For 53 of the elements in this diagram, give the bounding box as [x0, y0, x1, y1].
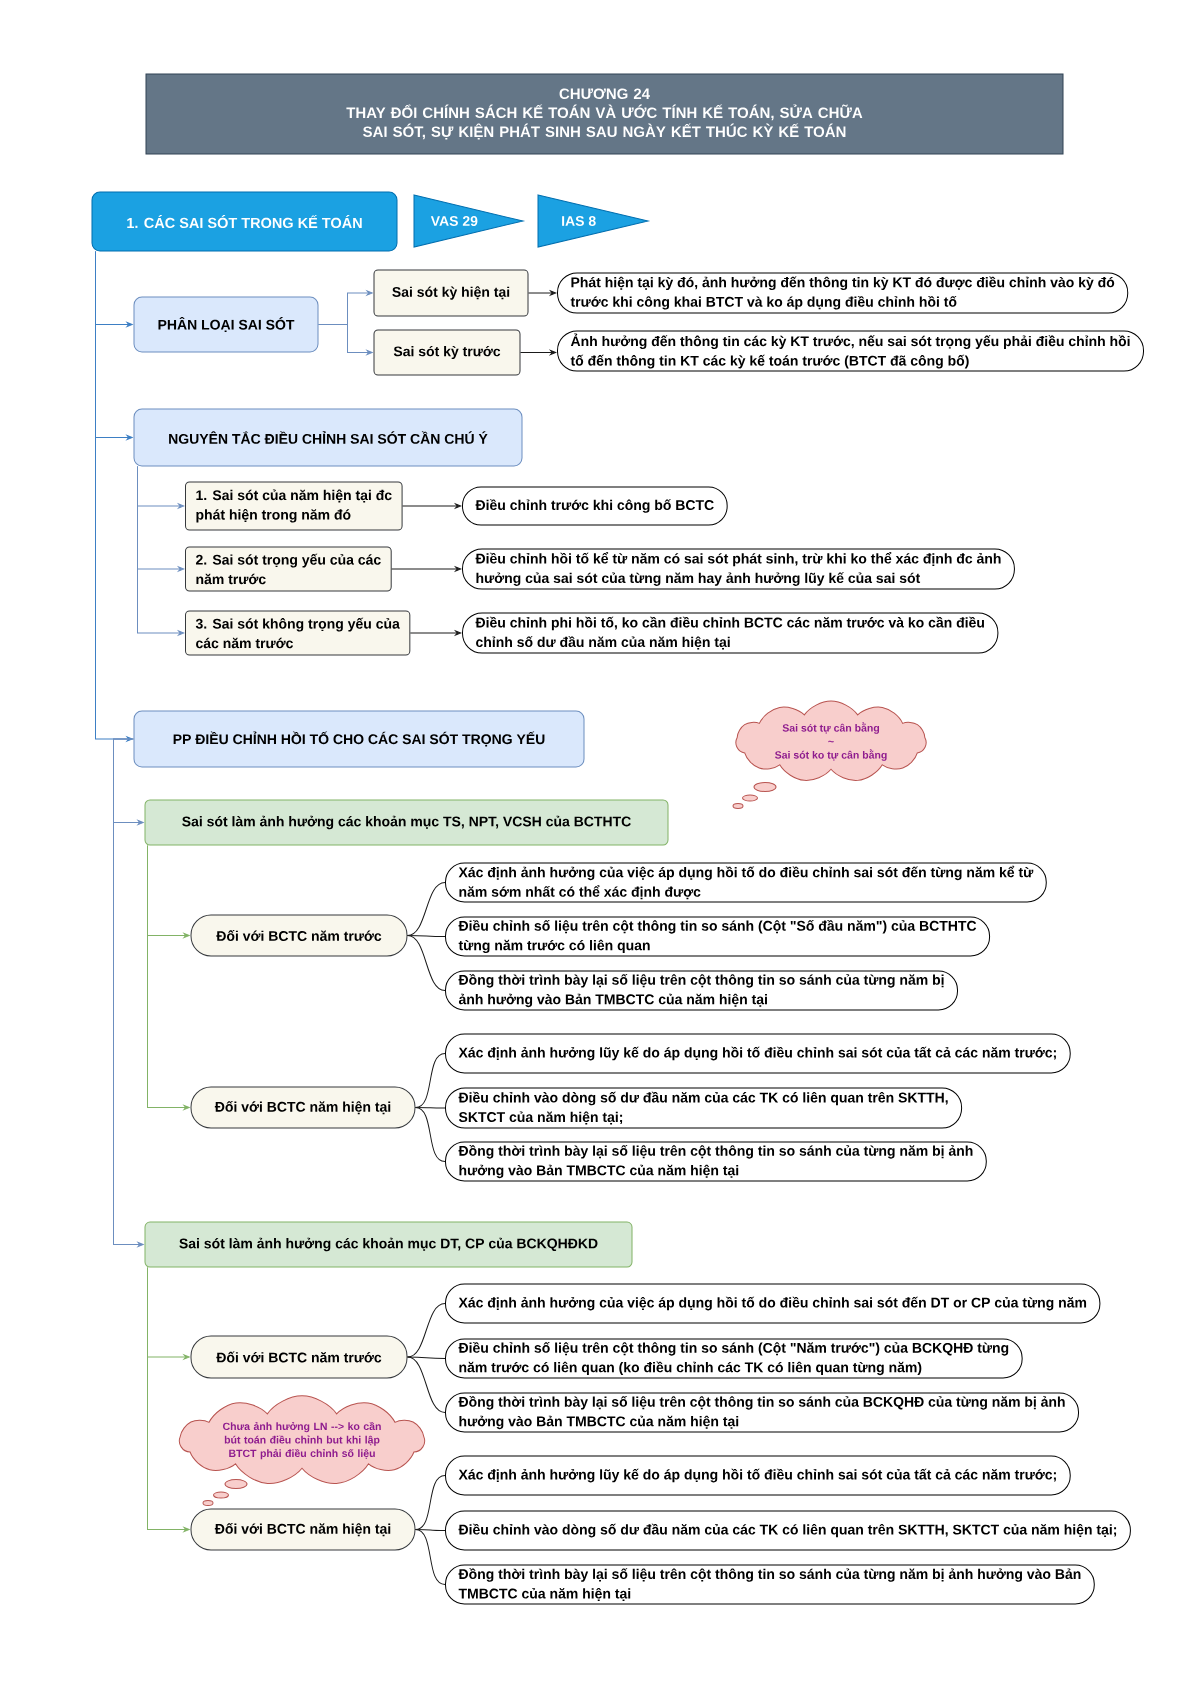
title-banner: CHƯƠNG 24 THAY ĐỔI CHÍNH SÁCH KẾ TOÁN VÀ ƯỚC TÍNH KẾ TOÁN, SỬA CHỮA SAI SÓT, SỰ KIỆN PHÁT SINH SAU NGÀY KẾT THÚC KỲ KẾ TOÁN [145, 73, 1064, 155]
case-pill: Đối với BCTC năm hiện tại [190, 1508, 416, 1551]
description-pill: Điều chỉnh phi hồi tố, ko cần điều chỉnh BCTC các năm trước và ko cần điều chỉnh số dư đầu năm của năm hiện tại [462, 612, 999, 654]
category-box: Sai sót kỳ hiện tại [373, 269, 529, 317]
description-pill: Xác định ảnh hưởng lũy kế do áp dụng hồi tố điều chỉnh sai sót của tất cả các năm trước; [445, 1455, 1071, 1496]
topic-box: NGUYÊN TẮC ĐIỀU CHỈNH SAI SÓT CẦN CHÚ Ý [133, 408, 523, 467]
curved-connector [415, 1053, 446, 1108]
curved-connector [407, 1356, 446, 1359]
connector-arrow [137, 466, 185, 636]
topic-box: PP ĐIỀU CHỈNH HỒI TỐ CHO CÁC SAI SÓT TRỌNG YẾU [133, 710, 585, 768]
curved-connector [407, 1356, 446, 1413]
section-header: 1. CÁC SAI SÓT TRONG KẾ TOÁN [91, 191, 398, 252]
description-pill: Xác định ảnh hưởng của việc áp dụng hồi tố do điều chỉnh sai sót đến DT or CP của từng năm [445, 1283, 1101, 1324]
curved-connector [415, 1107, 446, 1162]
connector-arrow [520, 349, 557, 356]
connector-arrow [147, 845, 190, 1111]
description-pill: Ảnh hưởng đến thông tin các kỳ KT trước, nếu sai sót trọng yếu phải điều chỉnh hồi tố đến thông tin KT các kỳ kế toán trước (BTCT đã công bố) [557, 330, 1144, 372]
curved-connector [407, 882, 446, 936]
curved-connector [415, 1529, 446, 1585]
description-pill: Đồng thời trình bày lại số liệu trên cột thông tin so sánh của từng năm bị ảnh hưởng vào Bản TMBCTC của năm hiện tại [445, 970, 958, 1011]
case-pill: Đối với BCTC năm trước [190, 914, 408, 957]
triangle-tag: VAS 29 [413, 194, 524, 248]
description-pill: Điều chỉnh vào dòng số dư đầu năm của các TK có liên quan trên SKTTH, SKTCT của năm hiện tại; [445, 1087, 963, 1129]
curved-connector [415, 1475, 446, 1530]
triangle-tag: IAS 8 [537, 194, 649, 248]
description-pill: Điều chỉnh trước khi công bố BCTC [462, 486, 728, 526]
connector-arrow [318, 324, 373, 356]
curved-connector [407, 935, 446, 991]
description-pill: Phát hiện tại kỳ đó, ảnh hưởng đến thông tin kỳ KT đó được điều chỉnh vào kỳ đó trước khi công khai BTCT và ko áp dụng điều chỉnh hồi tố [557, 272, 1129, 314]
connector-arrow [391, 566, 462, 572]
thought-cloud: Chưa ảnh hưởng LN --> ko cần bút toán điều chỉnh but khi lập BTCT phải điều chỉnh số liệu [179, 1395, 425, 1506]
connector-arrow [147, 1267, 190, 1533]
topic-box: PHÂN LOẠI SAI SÓT [133, 296, 319, 353]
description-pill: Đồng thời trình bày lại số liệu trên cột thông tin so sánh của BCKQHĐ của từng năm bị ảnh hưởng vào Bản TMBCTC của năm hiện tại [445, 1392, 1079, 1433]
description-pill: Điều chỉnh số liệu trên cột thông tin so sánh (Cột "Năm trước") của BCKQHĐ từng năm trước có liên quan (ko điều chỉnh các TK có liên quan từng năm) [445, 1338, 1023, 1379]
case-pill: Đối với BCTC năm trước [190, 1335, 408, 1379]
description-pill: Điều chỉnh số liệu trên cột thông tin so sánh (Cột "Số đầu năm") của BCTHTC từng năm trước có liên quan [445, 916, 991, 957]
category-box: Sai sót kỳ trước [373, 329, 521, 376]
description-pill: Xác định ảnh hưởng của việc áp dụng hồi tố do điều chỉnh sai sót đến từng năm kể từ năm sớm nhất có thể xác định được [445, 862, 1047, 903]
connector-arrow [528, 290, 557, 296]
description-pill: Điều chỉnh vào dòng số dư đầu năm của các TK có liên quan trên SKTTH, SKTCT của năm hiện tại; [445, 1510, 1131, 1551]
description-pill: Xác định ảnh hưởng lũy kế do áp dụng hồi tố điều chỉnh sai sót của tất cả các năm trước; [445, 1033, 1071, 1074]
description-pill: Điều chỉnh hồi tố kể từ năm có sai sót phát sinh, trừ khi ko thể xác định đc ảnh hưởng của sai sót của từng năm hay ảnh hưởng lũy kế của sai sót [462, 548, 1015, 590]
case-pill: Đối với BCTC năm hiện tại [190, 1086, 416, 1129]
description-pill: Đồng thời trình bày lại số liệu trên cột thông tin so sánh của từng năm bị ảnh hưởng vào Bản TMBCTC của năm hiện tại [445, 1141, 987, 1182]
connector-arrow [113, 738, 144, 1248]
subtopic-box: Sai sót làm ảnh hưởng các khoản mục TS, NPT, VCSH của BCTHTC [144, 799, 669, 846]
connector-arrow [402, 503, 462, 509]
connector-arrow [409, 630, 462, 636]
description-pill: Đồng thời trình bày lại số liệu trên cột thông tin so sánh của từng năm bị ảnh hưởng vào Bản TMBCTC của năm hiện tại [445, 1564, 1095, 1605]
connector-arrow [95, 251, 133, 742]
subtopic-box: Sai sót làm ảnh hưởng các khoản mục DT, CP của BCKQHĐKD [144, 1221, 633, 1268]
thought-cloud: Sai sót tự cân bằng ~ Sai sót ko tự cân bằng [732, 700, 927, 809]
